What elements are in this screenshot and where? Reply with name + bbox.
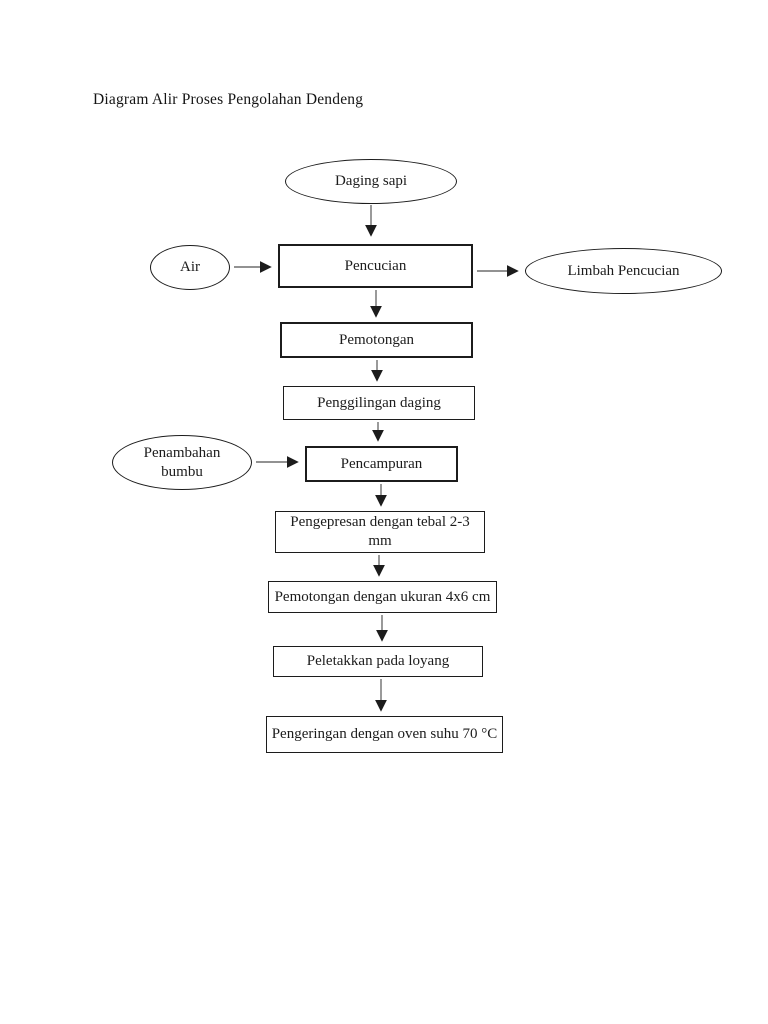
node-peletakkan-loyang: Peletakkan pada loyang [273,646,483,677]
node-pengeringan-oven: Pengeringan dengan oven suhu 70 °C [266,716,503,753]
node-pencucian: Pencucian [278,244,473,288]
node-pemotongan-ukuran: Pemotongan dengan ukuran 4x6 cm [268,581,497,613]
node-pemotongan: Pemotongan [280,322,473,358]
node-pencampuran: Pencampuran [305,446,458,482]
node-pengepresan: Pengepresan dengan tebal 2-3 mm [275,511,485,553]
page-title: Diagram Alir Proses Pengolahan Dendeng [93,91,364,108]
node-daging-sapi: Daging sapi [285,159,457,204]
node-limbah-pencucian: Limbah Pencucian [525,248,722,294]
node-penambahan-bumbu: Penambahan bumbu [112,435,252,490]
node-air: Air [150,245,230,290]
node-penggilingan-daging: Penggilingan daging [283,386,475,420]
